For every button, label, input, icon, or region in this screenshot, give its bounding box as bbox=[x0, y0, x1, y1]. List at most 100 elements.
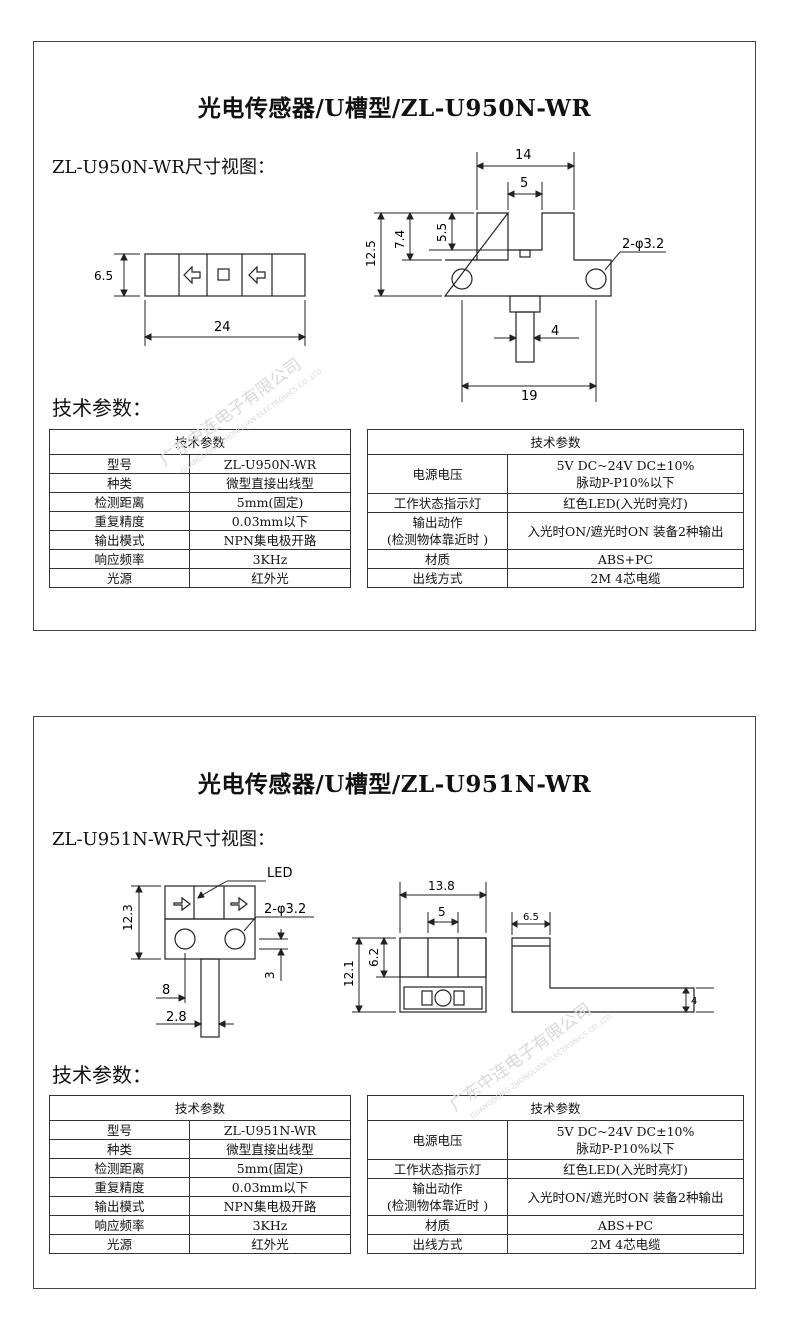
table-header: 技术参数 bbox=[49, 1095, 351, 1121]
product-title: 光电传感器/U槽型/ZL-U951N-WR bbox=[197, 771, 592, 798]
dim-top-width: 14 bbox=[515, 148, 532, 163]
dim-slot-width: 5 bbox=[438, 905, 446, 919]
spec-value: NPN集电极开路 bbox=[189, 530, 351, 550]
spec-key: 重复精度 bbox=[49, 511, 190, 531]
spec-key: 电源电压 bbox=[367, 454, 508, 494]
spec-value: 微型直接出线型 bbox=[189, 473, 351, 493]
spec-value: ABS+PC bbox=[507, 549, 744, 569]
table-row: 电源电压 5V DC~24V DC±10% 脉动P-P10%以下 bbox=[367, 454, 744, 494]
table-row: 种类微型直接出线型 bbox=[49, 473, 351, 493]
spec-value: ABS+PC bbox=[507, 1215, 744, 1235]
spec-value: 2M 4芯电缆 bbox=[507, 1234, 744, 1254]
arrow-right-icon bbox=[173, 896, 191, 912]
table-row: 光源红外光 bbox=[49, 1234, 351, 1254]
front-view-drawing: 6.5 24 bbox=[94, 148, 666, 404]
supply-line: 脉动P-P10%以下 bbox=[576, 1141, 675, 1156]
spec-key: 工作状态指示灯 bbox=[367, 493, 508, 513]
spec-value: 5mm(固定) bbox=[189, 492, 351, 512]
spec-value: 红外光 bbox=[189, 1234, 351, 1254]
spec-value: 红色LED(入光时亮灯) bbox=[507, 493, 744, 513]
dim-front-height: 6.5 bbox=[94, 269, 113, 283]
dim-hole-pitch: 19 bbox=[521, 389, 538, 404]
spec-value: 0.03mm以下 bbox=[189, 511, 351, 531]
spec-key: 型号 bbox=[49, 1120, 190, 1140]
arrow-right-icon bbox=[230, 896, 248, 912]
product-card-u950: 光电传感器/U槽型/ZL-U950N-WR ZL-U950N-WR尺寸视图： 6… bbox=[33, 41, 756, 631]
table-row: 工作状态指示灯红色LED(入光时亮灯) bbox=[367, 493, 744, 513]
dim-width: 13.8 bbox=[428, 879, 455, 893]
spec-value: 5mm(固定) bbox=[189, 1158, 351, 1178]
spec-key: 材质 bbox=[367, 549, 508, 569]
table-header: 技术参数 bbox=[49, 429, 351, 455]
dim-hole-offset: 3 bbox=[263, 971, 277, 979]
output-label: (检测物体靠近时 ) bbox=[386, 532, 489, 547]
spec-value: ZL-U951N-WR bbox=[189, 1120, 351, 1140]
spec-value: 微型直接出线型 bbox=[189, 1139, 351, 1159]
params-label: 技术参数： bbox=[52, 396, 152, 420]
dimension-view-label: ZL-U951N-WR尺寸视图： bbox=[52, 829, 275, 850]
dim-hole-label: 2-φ3.2 bbox=[622, 237, 664, 252]
spec-key: 种类 bbox=[49, 1139, 190, 1159]
dim-slot-depth: 6.2 bbox=[367, 948, 381, 967]
spec-key: 输出模式 bbox=[49, 1196, 190, 1216]
arrow-left-icon bbox=[248, 265, 266, 285]
spec-key: 响应频率 bbox=[49, 549, 190, 569]
spec-key: 检测距离 bbox=[49, 1158, 190, 1178]
dim-stem-width: 4 bbox=[551, 324, 559, 339]
supply-line: 5V DC~24V DC±10% bbox=[556, 1124, 695, 1139]
spec-value: 0.03mm以下 bbox=[189, 1177, 351, 1197]
dim-height-left: 12.3 bbox=[121, 904, 135, 931]
product-title: 光电传感器/U槽型/ZL-U950N-WR bbox=[197, 95, 592, 122]
spec-value: 3KHz bbox=[189, 549, 351, 569]
spec-key: 种类 bbox=[49, 473, 190, 493]
table-row: 光源红外光 bbox=[49, 568, 351, 588]
dim-slot-width: 5 bbox=[520, 176, 528, 191]
spec-key: 输出动作 (检测物体靠近时 ) bbox=[367, 512, 508, 550]
dim-stem-width: 2.8 bbox=[166, 1010, 187, 1025]
dim-front-width: 24 bbox=[214, 320, 231, 335]
spec-key: 输出模式 bbox=[49, 530, 190, 550]
arrow-left-icon bbox=[183, 265, 201, 285]
spec-key: 电源电压 bbox=[367, 1120, 508, 1160]
spec-key: 出线方式 bbox=[367, 568, 508, 588]
dim-height-total: 12.5 bbox=[364, 240, 378, 267]
spec-key: 响应频率 bbox=[49, 1215, 190, 1235]
output-label: (检测物体靠近时 ) bbox=[386, 1198, 489, 1213]
output-label: 输出动作 bbox=[412, 515, 463, 530]
product-card-u951: 光电传感器/U槽型/ZL-U951N-WR ZL-U951N-WR尺寸视图： bbox=[33, 716, 756, 1289]
supply-line: 脉动P-P10%以下 bbox=[576, 475, 675, 490]
spec-key: 出线方式 bbox=[367, 1234, 508, 1254]
spec-value: 5V DC~24V DC±10% 脉动P-P10%以下 bbox=[507, 1120, 744, 1160]
spec-value: 入光时ON/遮光时ON 装备2种输出 bbox=[507, 1178, 744, 1216]
table-row: 电源电压 5V DC~24V DC±10% 脉动P-P10%以下 bbox=[367, 1120, 744, 1160]
table-row: 种类微型直接出线型 bbox=[49, 1139, 351, 1159]
led-label: LED bbox=[267, 866, 292, 881]
dim-side-height: 4 bbox=[691, 996, 697, 1007]
output-label: 输出动作 bbox=[412, 1181, 463, 1196]
spec-key: 光源 bbox=[49, 568, 190, 588]
table-row: 工作状态指示灯红色LED(入光时亮灯) bbox=[367, 1159, 744, 1179]
spec-key: 光源 bbox=[49, 1234, 190, 1254]
spec-value: 5V DC~24V DC±10% 脉动P-P10%以下 bbox=[507, 454, 744, 494]
spec-value: ZL-U950N-WR bbox=[189, 454, 351, 474]
spec-value: 红外光 bbox=[189, 568, 351, 588]
table-row: 输出动作 (检测物体靠近时 ) 入光时ON/遮光时ON 装备2种输出 bbox=[367, 1178, 744, 1216]
spec-key: 检测距离 bbox=[49, 492, 190, 512]
dimension-drawing: LED 12.3 2-φ3.2 3 8 2.8 bbox=[121, 866, 714, 1038]
supply-line: 5V DC~24V DC±10% bbox=[556, 458, 695, 473]
